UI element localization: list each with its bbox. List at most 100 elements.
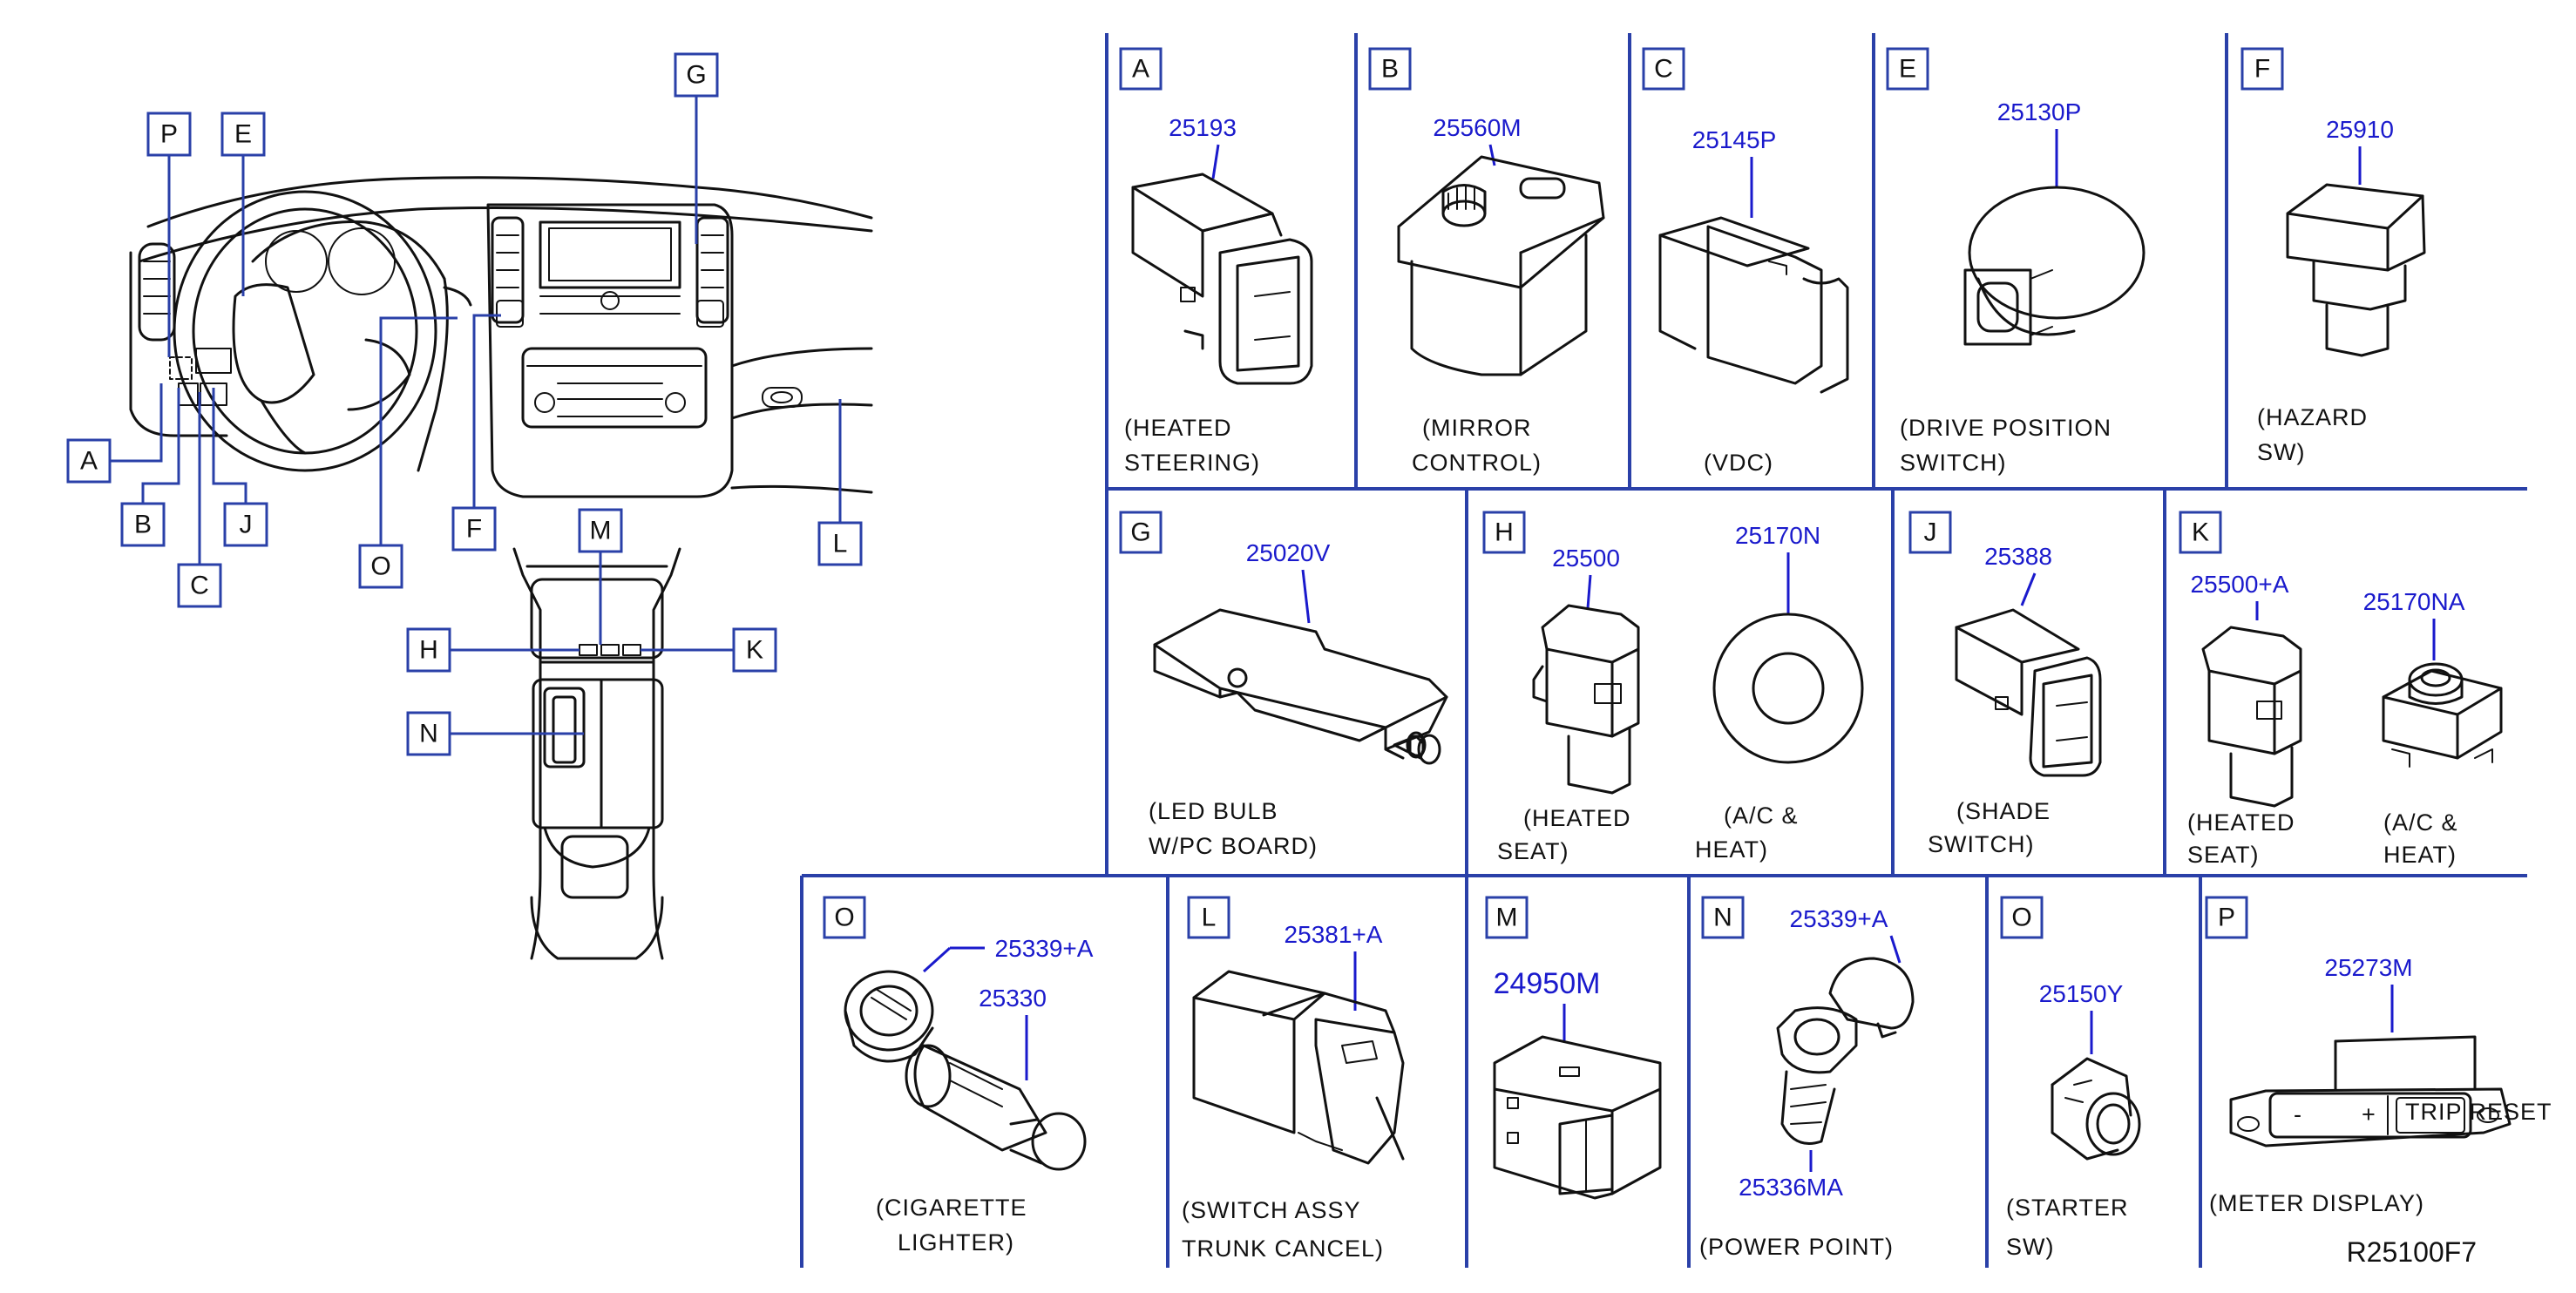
callout-label-e: E: [234, 120, 252, 149]
panel-k-heated-seat-ac: K 25500+A 25170NA (HEATED SEAT) (A/C & H…: [2179, 511, 2503, 868]
caption-line-2: SEAT): [2187, 842, 2260, 868]
caption2-line-1: (A/C &: [1724, 802, 1799, 829]
part-number-25560m[interactable]: 25560M: [1433, 114, 1521, 141]
caption-line-1: (MIRROR: [1422, 415, 1531, 441]
callout-label-p: P: [160, 120, 178, 149]
part-number-25145p[interactable]: 25145P: [1692, 126, 1777, 153]
caption2-line-2: HEAT): [2383, 842, 2457, 868]
caption2-line-2: HEAT): [1695, 836, 1768, 863]
panel-b-tag[interactable]: [1368, 47, 1412, 91]
part-number-25150y[interactable]: 25150Y: [2039, 980, 2124, 1007]
shade-switch-drawing: [1955, 608, 2102, 777]
callout-box-o[interactable]: [358, 544, 403, 589]
panel-b-mirror-control: B 25560M (MIRROR CONTROL): [1368, 47, 1605, 476]
panel-o-tag[interactable]: [823, 896, 866, 939]
panel-n-tag[interactable]: [1701, 896, 1745, 939]
callout-label-l: L: [833, 530, 848, 558]
part-number-25330[interactable]: 25330: [979, 985, 1047, 1012]
caption-line-1: (STARTER: [2006, 1195, 2129, 1221]
part-number-25170na[interactable]: 25170NA: [2363, 588, 2465, 615]
panel-e-tag[interactable]: [1886, 47, 1929, 91]
caption-line-2: SW): [2006, 1234, 2054, 1260]
panel-f-tag[interactable]: [2240, 47, 2284, 91]
caption-line-1: (CIGARETTE: [876, 1195, 1027, 1221]
panel-j-letter: J: [1924, 518, 1937, 547]
caption-line-1: (HAZARD: [2257, 404, 2368, 430]
trunk-cancel-switch-drawing: [1192, 970, 1405, 1165]
panel-b-letter: B: [1381, 55, 1399, 84]
panel-p-letter: P: [2218, 904, 2235, 932]
caption-line-2: W/PC BOARD): [1149, 833, 1318, 859]
heated-seat-switch-drawing: [1532, 604, 1640, 795]
callout-label-b: B: [134, 511, 152, 539]
panel-c-vdc: C 25145P (VDC): [1642, 47, 1849, 476]
panel-o2-tag[interactable]: [2000, 896, 2044, 939]
callout-label-g: G: [686, 61, 706, 90]
panel-g-letter: G: [1130, 518, 1150, 547]
caption-line-1: (LED BULB: [1149, 798, 1278, 824]
part-number-25339-a[interactable]: 25339+A: [995, 935, 1094, 962]
caption-line-2: SWITCH): [1900, 450, 2006, 476]
heated-steering-switch-drawing: [1131, 173, 1313, 385]
diagram-code: R25100F7: [2347, 1236, 2477, 1268]
part-number-24950m[interactable]: 24950M: [1494, 967, 1601, 1000]
hazard-switch-drawing: [2286, 183, 2426, 357]
power-point-drawing: [1776, 957, 1915, 1145]
panel-l-tag[interactable]: [1187, 896, 1230, 939]
panel-p-meter-display: P 25273M - + TRIP RESET (METER DISPLAY): [2205, 896, 2552, 1216]
panel-k-tag[interactable]: [2179, 511, 2222, 554]
led-pc-board-drawing: [1153, 608, 1448, 765]
part-number-25336ma[interactable]: 25336MA: [1739, 1174, 1843, 1201]
caption-line-2: STEERING): [1124, 450, 1260, 476]
part-number-25193[interactable]: 25193: [1169, 114, 1237, 141]
meter-unit-m-drawing: [1493, 1035, 1662, 1200]
panel-n-letter: N: [1713, 904, 1732, 932]
callout-box-a[interactable]: [66, 438, 112, 484]
part-number-25500-a[interactable]: 25500+A: [2191, 571, 2289, 598]
panel-l-letter: L: [1202, 904, 1217, 932]
panel-o-letter: O: [834, 904, 854, 932]
panel-m-letter: M: [1496, 904, 1518, 932]
cigarette-lighter-drawing: [844, 970, 1087, 1171]
panel-j-shade-switch: J 25388 (SHADE SWITCH): [1908, 511, 2102, 857]
part-number-25020v[interactable]: 25020V: [1246, 539, 1331, 566]
part-number-25910[interactable]: 25910: [2326, 116, 2394, 143]
callout-label-k: K: [746, 636, 763, 665]
panel-f-letter: F: [2254, 55, 2270, 84]
panel-p-tag[interactable]: [2205, 896, 2248, 939]
display-plus: +: [2362, 1101, 2376, 1127]
part-number-25381-a[interactable]: 25381+A: [1285, 921, 1383, 948]
callout-label-o: O: [370, 552, 390, 581]
display-minus: -: [2294, 1101, 2302, 1127]
panel-e-letter: E: [1899, 55, 1916, 84]
callout-label-j: J: [240, 511, 253, 539]
panel-j-tag[interactable]: [1908, 511, 1952, 554]
panel-e-drive-position-switch: E 25130P (DRIVE POSITION SWITCH): [1886, 47, 2146, 476]
part-number-25130p[interactable]: 25130P: [1997, 98, 2082, 125]
panel-l-switch-trunk-cancel: L 25381+A (SWITCH ASSY TRUNK CANCEL): [1182, 896, 1405, 1262]
part-number-25170n[interactable]: 25170N: [1735, 522, 1820, 549]
callout-box-m[interactable]: [578, 508, 623, 553]
panel-g-led-bulb: G 25020V (LED BULB W/PC BOARD): [1119, 511, 1448, 859]
starter-switch-drawing: [2051, 1057, 2141, 1161]
part-number-25273m[interactable]: 25273M: [2324, 954, 2412, 981]
panel-f-hazard-sw: F 25910 (HAZARD SW): [2240, 47, 2426, 465]
panel-a-tag[interactable]: [1119, 47, 1163, 91]
panel-m-tag[interactable]: [1485, 896, 1529, 939]
caption-line-1: (HEATED: [2187, 809, 2295, 836]
caption2-line-1: (A/C &: [2383, 809, 2458, 836]
part-number-25388[interactable]: 25388: [1984, 543, 2052, 570]
panel-a-letter: A: [1132, 55, 1149, 84]
ac-heat-knob-drawing: [1712, 613, 1864, 764]
part-number-25500[interactable]: 25500: [1552, 545, 1620, 572]
part-number-25339-a-n[interactable]: 25339+A: [1790, 905, 1888, 932]
caption-line-1: (DRIVE POSITION: [1900, 415, 2112, 441]
panel-grid: [800, 33, 2527, 1268]
display-trip-reset: TRIP RESET: [2405, 1099, 2552, 1125]
panel-o-starter-sw: O 25150Y (STARTER SW): [2000, 896, 2141, 1260]
caption-line-2: SWITCH): [1928, 831, 2034, 857]
panel-g-tag[interactable]: [1119, 511, 1163, 554]
caption-line-2: TRUNK CANCEL): [1182, 1235, 1384, 1262]
panel-c-tag[interactable]: [1642, 47, 1685, 91]
panel-h-tag[interactable]: [1482, 511, 1526, 554]
